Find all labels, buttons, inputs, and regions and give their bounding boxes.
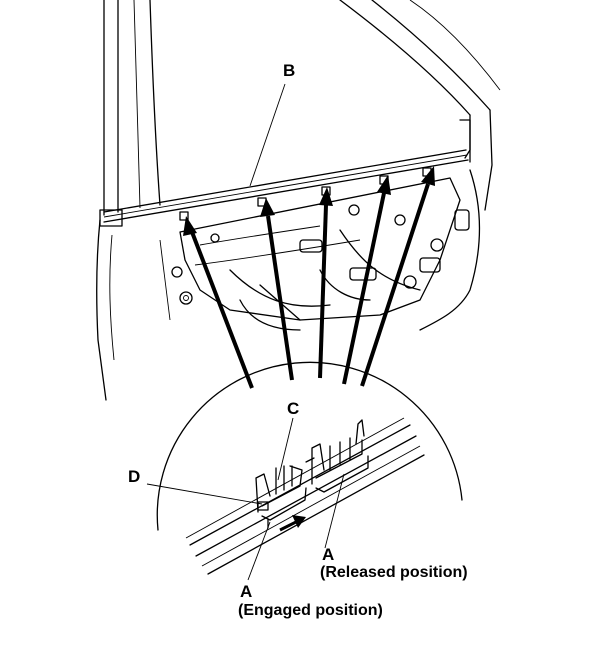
leader-d bbox=[146, 483, 263, 505]
callout-a-engaged-text: (Engaged position) bbox=[238, 602, 383, 619]
leader-a-released bbox=[324, 473, 345, 549]
callout-a-engaged-letter: A bbox=[240, 582, 253, 601]
callout-a-released-text: (Released position) bbox=[320, 564, 468, 581]
glass-run-channel bbox=[99, 119, 471, 227]
leader-c bbox=[277, 417, 294, 481]
door-frame bbox=[96, 0, 501, 401]
callout-b: B bbox=[283, 61, 296, 80]
detail-magnifier bbox=[156, 361, 463, 531]
detail-clip-engaged bbox=[255, 465, 307, 529]
callout-a-released-letter: A bbox=[322, 545, 335, 564]
pointer-arrows bbox=[183, 166, 435, 389]
door-inner-panel bbox=[159, 167, 470, 331]
slide-direction-arrow bbox=[279, 515, 306, 532]
detail-clip-released bbox=[305, 419, 369, 493]
leader-a-engaged bbox=[247, 521, 271, 581]
callout-c: C bbox=[287, 399, 300, 418]
leader-b bbox=[249, 83, 286, 187]
callout-d: D bbox=[128, 467, 141, 486]
detail-channel bbox=[185, 417, 425, 575]
